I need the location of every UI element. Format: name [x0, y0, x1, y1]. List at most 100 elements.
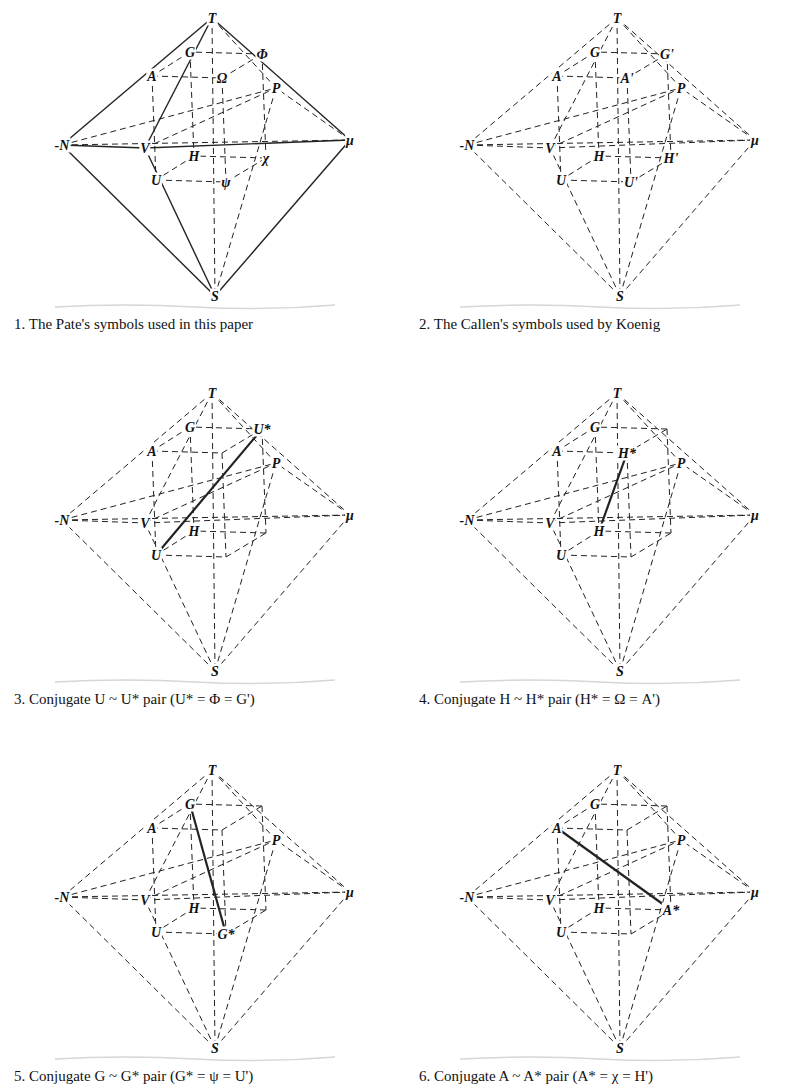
octahedron-edge: [550, 393, 617, 523]
octahedron-edge: [145, 770, 212, 900]
vertex-symbol: U: [150, 548, 162, 563]
vertex-symbol: P: [676, 833, 687, 848]
vertex-symbol: μ: [750, 885, 760, 900]
octahedron-edge: [467, 18, 617, 145]
octahedron-edge: [145, 18, 212, 148]
scan-separator: [460, 1057, 740, 1061]
octahedron-edge: [62, 88, 276, 145]
vertex-symbol: Φ: [255, 47, 268, 62]
octahedron-edge: [550, 140, 755, 148]
octahedron-edge: [681, 463, 755, 515]
octahedron-edge: [276, 88, 350, 140]
vertex-symbol: P: [676, 456, 687, 471]
octahedron-edge: [212, 770, 350, 892]
octahedron-edge: [62, 840, 276, 897]
octahedron-edge: [62, 897, 145, 900]
octahedron-edge: [276, 840, 350, 892]
vertex-symbol: μ: [345, 133, 355, 148]
vertex-symbol: T: [207, 763, 218, 778]
conjugate-pair-line: [156, 429, 262, 555]
vertex-symbol: H: [188, 901, 201, 916]
scan-separator: [55, 305, 335, 309]
octahedron-edge: [620, 515, 755, 671]
cube-edge: [599, 908, 671, 910]
vertex-symbol: H*: [617, 446, 637, 461]
vertex-symbol: U: [555, 173, 567, 188]
vertex-symbol: -N: [459, 890, 476, 905]
vertex-symbol: μ: [345, 508, 355, 523]
octahedron-edge: [62, 145, 215, 296]
vertex-symbol: μ: [750, 508, 760, 523]
octahedron-edge: [62, 892, 350, 897]
cube-edge: [194, 156, 266, 158]
figure-caption: 5. Conjugate G ~ G* pair (G* = ψ = U'): [14, 1067, 253, 1085]
vertex-symbol: S: [210, 289, 220, 304]
octahedron-edge: [62, 145, 145, 148]
cube-edge: [222, 806, 262, 830]
cube-edge: [262, 54, 266, 158]
cube-edge: [595, 427, 599, 531]
octahedron-edge: [467, 770, 617, 897]
vertex-symbol: P: [676, 81, 687, 96]
cube-edge: [194, 531, 266, 533]
octahedron-edge: [617, 18, 755, 140]
cube-edge: [557, 451, 561, 555]
cube-edge: [152, 828, 222, 830]
octahedron-edge: [215, 463, 276, 671]
vertex-symbol: G*: [216, 927, 235, 942]
vertex-symbol: G': [659, 47, 675, 62]
vertex-symbol: V: [139, 893, 150, 908]
octahedron-edge: [620, 892, 755, 1048]
vertex-symbol: S: [210, 664, 220, 679]
cube-edge: [156, 555, 226, 557]
scan-separator: [55, 680, 335, 684]
octahedron-edge: [145, 140, 350, 148]
figure-caption: 3. Conjugate U ~ U* pair (U* = Φ = G'): [14, 690, 255, 708]
octahedron-edge: [467, 892, 755, 897]
vertex-symbol: U: [555, 548, 567, 563]
cube-edge: [222, 453, 226, 557]
vertex-symbol: A: [551, 821, 562, 836]
octahedron-edge: [467, 897, 550, 900]
cube-edge: [152, 76, 156, 180]
vertex-symbol: A: [551, 444, 562, 459]
vertex-symbol: A*: [662, 903, 680, 918]
vertex-symbol: H': [663, 151, 680, 166]
octahedron-edge: [467, 515, 755, 520]
octahedron-edge: [212, 18, 350, 140]
cube-edge: [627, 806, 667, 830]
vertex-symbol: G: [589, 797, 601, 812]
cube-edge: [631, 533, 671, 557]
vertex-symbol: -N: [54, 138, 71, 153]
cube-edge: [152, 451, 222, 453]
vertex-symbol: H: [593, 524, 606, 539]
cube-edge: [557, 828, 561, 932]
figure-caption: 4. Conjugate H ~ H* pair (H* = Ω = A'): [419, 690, 660, 708]
octahedron-edge: [620, 88, 681, 296]
octahedron-edge: [467, 145, 550, 148]
cube-edge: [595, 52, 667, 54]
octahedron-edge: [145, 840, 276, 900]
cube-edge: [595, 804, 667, 806]
cube-edge: [194, 908, 266, 910]
octahedron-edge: [467, 88, 681, 145]
vertex-symbol: G: [589, 420, 601, 435]
octahedron-edge: [550, 18, 617, 148]
cube-edge: [226, 158, 266, 182]
vertex-symbol: V: [544, 141, 555, 156]
vertex-symbol: P: [271, 456, 282, 471]
cube-edge: [262, 806, 266, 910]
octahedron-edge: [145, 515, 350, 523]
vertex-symbol: U*: [252, 422, 271, 437]
octahedron-edge: [617, 770, 755, 892]
vertex-symbol: μ: [345, 885, 355, 900]
octahedron-edge: [215, 88, 276, 296]
vertex-symbol: A: [146, 444, 157, 459]
cube-edge: [561, 180, 631, 182]
vertex-symbol: V: [544, 893, 555, 908]
octahedron-edge: [467, 840, 681, 897]
cube-edge: [557, 76, 561, 180]
octahedron-edge: [467, 145, 620, 296]
vertex-symbol: T: [207, 11, 218, 26]
scan-separator: [460, 680, 740, 684]
